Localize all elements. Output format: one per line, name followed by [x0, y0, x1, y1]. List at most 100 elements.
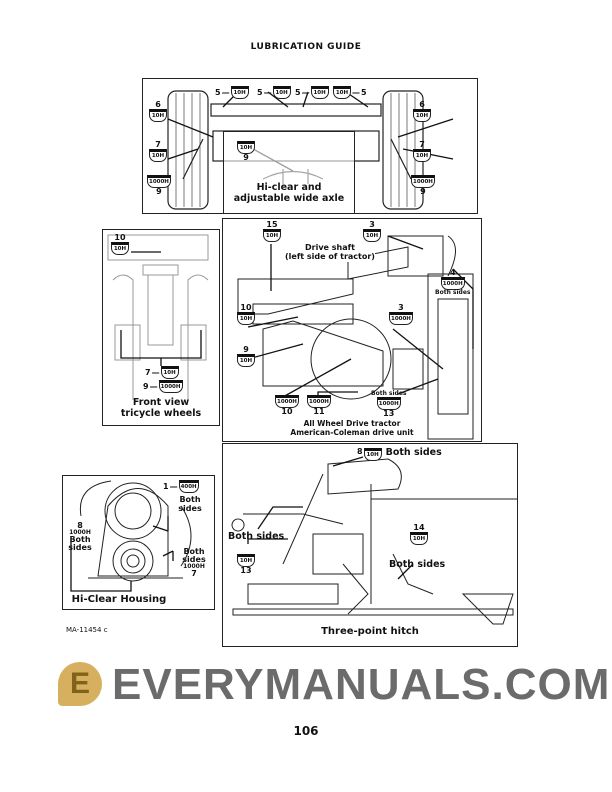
hour-badge-icon: 10H [111, 242, 129, 255]
callout-number: 10 [114, 233, 126, 242]
callout-number: 8 [77, 521, 83, 530]
callout-number: 7 [145, 367, 151, 377]
hour-badge-icon: 1000H [411, 175, 435, 188]
callout-number: 14 [413, 523, 425, 532]
callout-number: 4 [449, 268, 456, 277]
drive-shaft-label: Drive shaft(left side of tractor) [285, 243, 375, 262]
hour-badge-icon: 10H [230, 86, 249, 99]
hour-badge-icon: 1000H [275, 395, 299, 408]
hour-badge-icon: 10H [237, 354, 255, 367]
watermark-logo-letter: E [70, 667, 91, 700]
callout-number: 3 [398, 303, 404, 312]
hour-badge-icon: 1000H [389, 312, 413, 325]
hitch-caption: Three-point hitch [321, 626, 419, 637]
caption-line: tricycle wheels [120, 407, 202, 419]
leader-dash: — [221, 87, 230, 97]
hour-badge-icon: 1000H [440, 277, 465, 290]
callout-1: 1—400H [163, 480, 199, 493]
callout-number: 15 [266, 220, 278, 229]
both-sides-label: Both sides [385, 447, 442, 458]
callout-number: 3 [369, 220, 375, 229]
hour-badge-icon: 10H [413, 149, 431, 162]
housing-drawing [70, 480, 192, 592]
both-sides-label: Both sides [228, 531, 285, 542]
callout-5c: 5—10H [295, 86, 329, 99]
caption-line: American-Coleman drive unit [290, 427, 414, 437]
hour-badge-icon: 10H [310, 86, 329, 99]
hour-badge-icon: 1000H [307, 395, 331, 408]
callout-number: 5 [215, 87, 221, 97]
callout-number: 8 [357, 447, 363, 456]
callout-number: 5 [295, 87, 301, 97]
hour-badge-icon: 10H [149, 109, 167, 122]
caption-line: All Wheel Drive tractor [303, 419, 401, 428]
hour-badge-icon: 400H [178, 480, 199, 493]
hour-badge-icon: 10H [237, 141, 255, 154]
callout-9: 9—1000H [143, 380, 183, 393]
both-sides-label: Both sides [182, 547, 206, 564]
hour-badge-icon: 10H [333, 86, 351, 99]
hour-badge-icon: 10H [149, 149, 167, 162]
caption-line: Hi-clear and [256, 182, 322, 193]
callout-number: 13 [383, 409, 395, 418]
page-number: 106 [293, 724, 319, 738]
callout-number: 7 [191, 569, 197, 578]
hour-badge-icon: 10H [263, 229, 281, 242]
callout-number: 9 [243, 153, 249, 162]
callout-5d: 10H—5 [333, 86, 367, 99]
callout-number: 9 [143, 381, 149, 391]
hour-badge-icon: 10H [413, 109, 431, 122]
both-sides-label: Both sides [178, 495, 202, 513]
both-sides-label: Both sides [68, 535, 92, 552]
callout-number: 5 [361, 87, 367, 97]
hour-badge-icon: 1000H [376, 397, 401, 410]
callout-5b: 5—10H [257, 86, 291, 99]
caption-line: adjustable wide axle [233, 192, 345, 204]
front-view-drawing [107, 234, 209, 400]
hour-badge-icon: 1000H [69, 529, 91, 536]
label-line: Drive shaft [305, 243, 355, 252]
label-line: (left side of tractor) [285, 251, 375, 261]
figure-id: MA-11454 c [66, 626, 108, 634]
hour-badge-icon: 10H [237, 554, 255, 567]
callout-number: 6 [155, 100, 161, 109]
hour-badge-icon: 10H [410, 532, 428, 545]
hour-badge-icon: 10H [272, 86, 291, 99]
hour-badge-icon: 10H [363, 448, 382, 461]
hour-badge-icon: 10H [237, 312, 255, 325]
hour-badge-icon: 1000H [158, 380, 183, 393]
hour-badge-icon: 10H [363, 229, 381, 242]
both-sides-label: Both sides [435, 289, 471, 296]
watermark: EVERYMANUALS.COM [112, 660, 611, 709]
both-sides-label: Both sides [371, 390, 407, 397]
callout-number: 10 [240, 303, 252, 312]
leader-dash: — [149, 381, 158, 391]
hour-badge-icon: 10H [160, 366, 179, 379]
caption-line: Front view [132, 397, 190, 408]
callout-number: 11 [313, 407, 325, 416]
